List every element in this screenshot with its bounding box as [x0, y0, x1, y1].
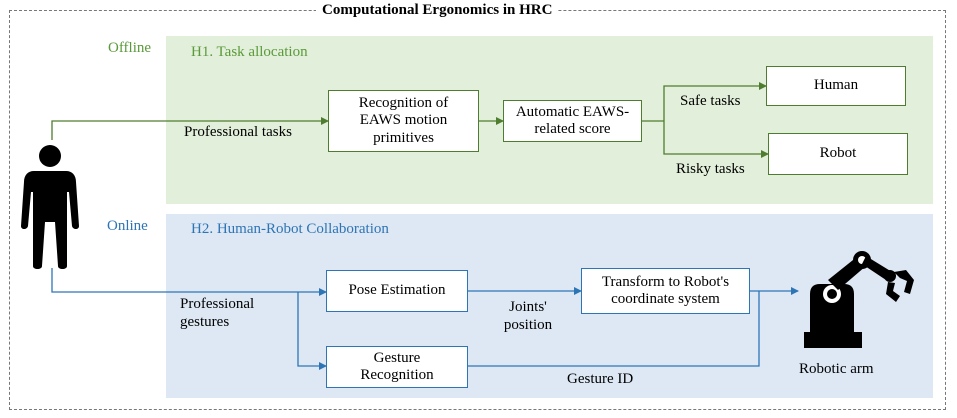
risky-tasks-label: Risky tasks [676, 161, 745, 177]
robotic-arm-icon [804, 251, 914, 348]
human-figure-icon [21, 145, 79, 269]
arrow-branch-to-gesture [297, 292, 327, 370]
task-allocation-heading: H1. Task allocation [191, 44, 308, 60]
robot-box: Robot [768, 133, 908, 175]
online-label: Online [107, 218, 148, 234]
eaws-score-box: Automatic EAWS-related score [503, 100, 642, 142]
human-box: Human [766, 66, 906, 106]
pose-estimation-box: Pose Estimation [326, 270, 468, 312]
professional-gestures-label: Professional gestures [180, 296, 255, 330]
professional-tasks-label: Professional tasks [184, 124, 292, 140]
gesture-id-label: Gesture ID [567, 371, 634, 387]
online-panel [166, 214, 933, 398]
transform-box: Transform to Robot's coordinate system [581, 268, 750, 314]
offline-label: Offline [108, 40, 152, 56]
line-gesture-to-robot-arm [468, 291, 760, 367]
arrow-person-to-pose [51, 268, 327, 296]
arrow-split-to-robot [663, 121, 769, 158]
arrow-person-to-recognition [51, 117, 329, 140]
diagram-title: Computational Ergonomics in HRC [316, 2, 559, 19]
joints-position-label: Joints' position [503, 299, 553, 333]
recognition-box: Recognition of EAWS motion primitives [328, 90, 479, 152]
safe-tasks-label: Safe tasks [680, 93, 741, 109]
gesture-recognition-box: Gesture Recognition [326, 346, 468, 388]
collaboration-heading: H2. Human-Robot Collaboration [191, 221, 389, 237]
arrow-split-to-human [663, 82, 767, 121]
robotic-arm-label: Robotic arm [799, 361, 874, 377]
